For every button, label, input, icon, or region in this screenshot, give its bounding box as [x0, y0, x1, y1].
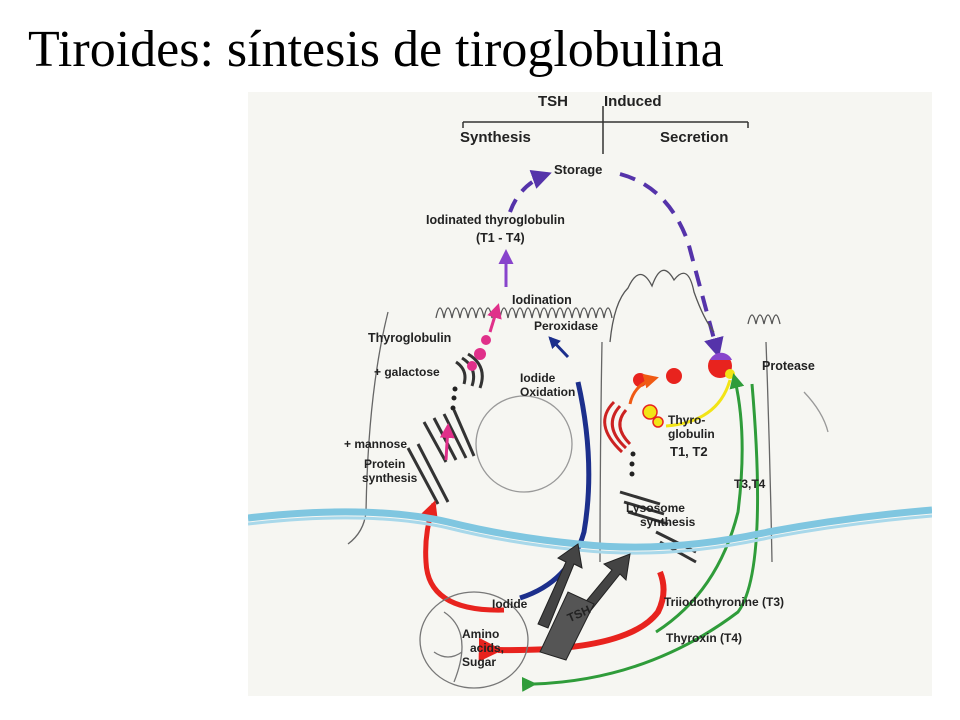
label-lysosome: Lysosome — [626, 501, 685, 515]
label-triiodothyronine: Triiodothyronine (T3) — [664, 595, 784, 609]
storage-arc-right — [619, 172, 724, 358]
label-thyroglobulin: Thyroglobulin — [368, 331, 451, 345]
label-sugar: Sugar — [462, 655, 496, 669]
label-mannose: + mannose — [344, 437, 407, 451]
blood-capillary — [419, 591, 529, 689]
label-protein: Protein — [364, 457, 405, 471]
label-globulin: globulin — [668, 427, 715, 441]
green-t3t4-arrow — [655, 373, 745, 634]
blue-oxidation-arrow — [548, 336, 570, 359]
label-amino: Amino — [462, 627, 499, 641]
branch-synthesis: Synthesis — [460, 129, 531, 146]
label-iodination: Iodination — [512, 293, 572, 307]
diagram-canvas: TSH Induced Synthesis Secretion Storage … — [248, 93, 932, 692]
label-t1-t2: T1, T2 — [670, 444, 708, 459]
label-iodide: Iodide — [520, 371, 556, 385]
slide-title: Tiroides: síntesis de tiroglobulina — [28, 21, 724, 78]
right-golgi — [603, 400, 632, 454]
label-thyroxin: Thyroxin (T4) — [666, 631, 742, 645]
left-golgi — [406, 352, 484, 505]
label-oxidation: Oxidation — [520, 385, 575, 399]
pink-golgi-arrow — [439, 423, 455, 461]
label-peroxidase: Peroxidase — [534, 319, 598, 333]
label-protease: Protease — [762, 359, 815, 373]
label-thyro: Thyro- — [668, 413, 705, 427]
label-t3-t4: T3,T4 — [734, 477, 766, 491]
cell-outlines — [347, 311, 829, 563]
yellow-arrow — [665, 379, 732, 428]
header-tsh: TSH — [538, 93, 568, 110]
label-iodinated-t1-t4: (T1 - T4) — [476, 231, 525, 245]
apical-membrane — [435, 307, 613, 319]
green-thyroxin-arrow — [521, 383, 760, 692]
label-storage: Storage — [554, 162, 602, 177]
orange-arrow — [628, 373, 659, 405]
branch-secretion: Secretion — [660, 129, 728, 146]
thyroid-diagram: TSH Induced Synthesis Secretion Storage … — [248, 92, 932, 696]
storage-arc-left — [508, 169, 552, 213]
blue-iodide-arrow — [519, 381, 592, 601]
label-galactose: + galactose — [374, 365, 440, 379]
label-iodide-blood: Iodide — [492, 597, 528, 611]
pink-secretion-arrow — [487, 303, 502, 333]
pseudopod-microvilli — [609, 269, 781, 343]
label-lysosome-synthesis: synthesis — [640, 515, 696, 529]
vesicles — [450, 335, 735, 477]
label-iodinated-thyroglobulin: Iodinated thyroglobulin — [426, 213, 565, 227]
header-induced: Induced — [604, 93, 662, 110]
header-tree — [462, 106, 749, 154]
tsh-arrows — [537, 543, 631, 661]
label-synthesis: synthesis — [362, 471, 418, 485]
label-acids: acids, — [470, 641, 504, 655]
